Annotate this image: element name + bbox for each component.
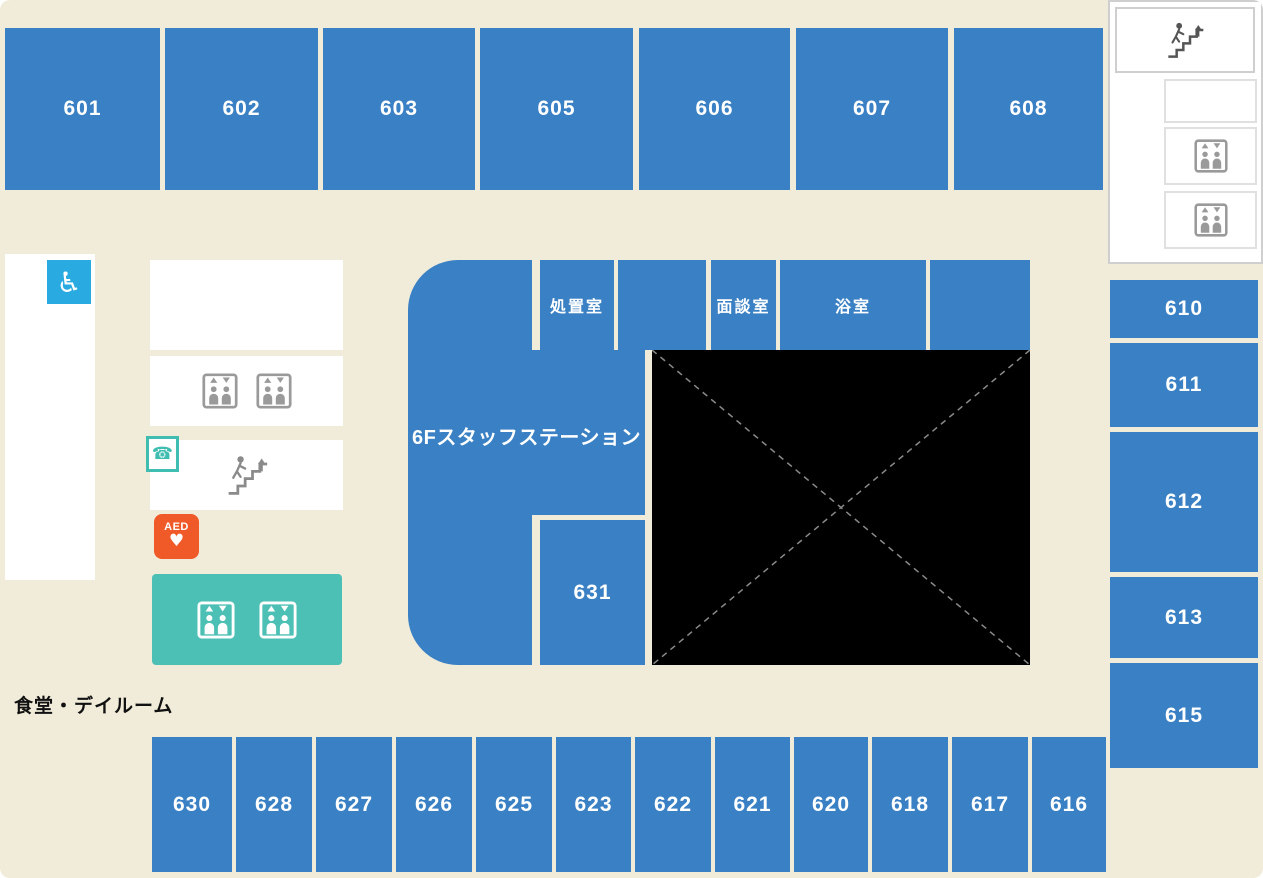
elevator-icon <box>255 373 292 409</box>
utility-room <box>150 260 343 350</box>
phone-icon: ☎ <box>151 444 174 464</box>
room-620: 620 <box>794 737 868 872</box>
elevator-icon <box>197 600 235 639</box>
void-area <box>652 350 1030 665</box>
stairs-room <box>150 440 343 510</box>
stairs-icon <box>225 453 269 497</box>
stairwell-block <box>1108 0 1263 264</box>
room-607: 607 <box>796 28 948 190</box>
room-603: 603 <box>323 28 475 190</box>
room-616: 616 <box>1032 737 1106 872</box>
room-615: 615 <box>1110 663 1258 768</box>
west-corridor <box>5 254 95 580</box>
room-628: 628 <box>236 737 312 872</box>
elevator-icon <box>1193 203 1228 237</box>
room-622: 622 <box>635 737 711 872</box>
elevator-box-2 <box>1164 191 1257 249</box>
elevator-room <box>150 356 343 426</box>
room-606: 606 <box>639 28 790 190</box>
elevator-icon <box>1193 139 1228 173</box>
room-611: 611 <box>1110 343 1258 427</box>
room-627: 627 <box>316 737 392 872</box>
room-617: 617 <box>952 737 1028 872</box>
elevator-icon <box>201 373 238 409</box>
room-626: 626 <box>396 737 472 872</box>
center-room <box>618 260 706 350</box>
accessible-wc-sign: ♿ <box>44 257 94 307</box>
staff-station <box>532 350 645 515</box>
aed-label: AED <box>164 520 189 533</box>
room-623: 623 <box>556 737 631 872</box>
aed-sign: AED ♥ <box>154 514 199 559</box>
room-613: 613 <box>1110 577 1258 658</box>
wheelchair-icon: ♿ <box>56 265 82 299</box>
center-room <box>930 260 1030 350</box>
bathroom: 浴室 <box>780 260 926 350</box>
interview-room: 面談室 <box>711 260 776 350</box>
room-601: 601 <box>5 28 160 190</box>
heart-icon: ♥ <box>168 531 185 552</box>
room-621: 621 <box>715 737 790 872</box>
room-610: 610 <box>1110 280 1258 338</box>
stairs-box <box>1115 7 1255 73</box>
staff-station <box>408 260 532 665</box>
room-605: 605 <box>480 28 633 190</box>
elevator-icon <box>259 600 297 639</box>
room-602: 602 <box>165 28 318 190</box>
room-631: 631 <box>540 520 645 665</box>
stairs-icon <box>1165 20 1205 60</box>
staff-station-label: 6Fスタッフステーション <box>412 427 641 449</box>
treatment-room: 処置室 <box>540 260 614 350</box>
dining-dayroom-label: 食堂・デイルーム <box>14 696 174 717</box>
room-608: 608 <box>954 28 1103 190</box>
landing-box <box>1164 79 1257 123</box>
elevator-box-1 <box>1164 127 1257 185</box>
room-630: 630 <box>152 737 232 872</box>
elevator-hall <box>152 574 342 665</box>
room-618: 618 <box>872 737 948 872</box>
room-625: 625 <box>476 737 552 872</box>
room-612: 612 <box>1110 432 1258 572</box>
public-phone-sign: ☎ <box>146 436 179 472</box>
